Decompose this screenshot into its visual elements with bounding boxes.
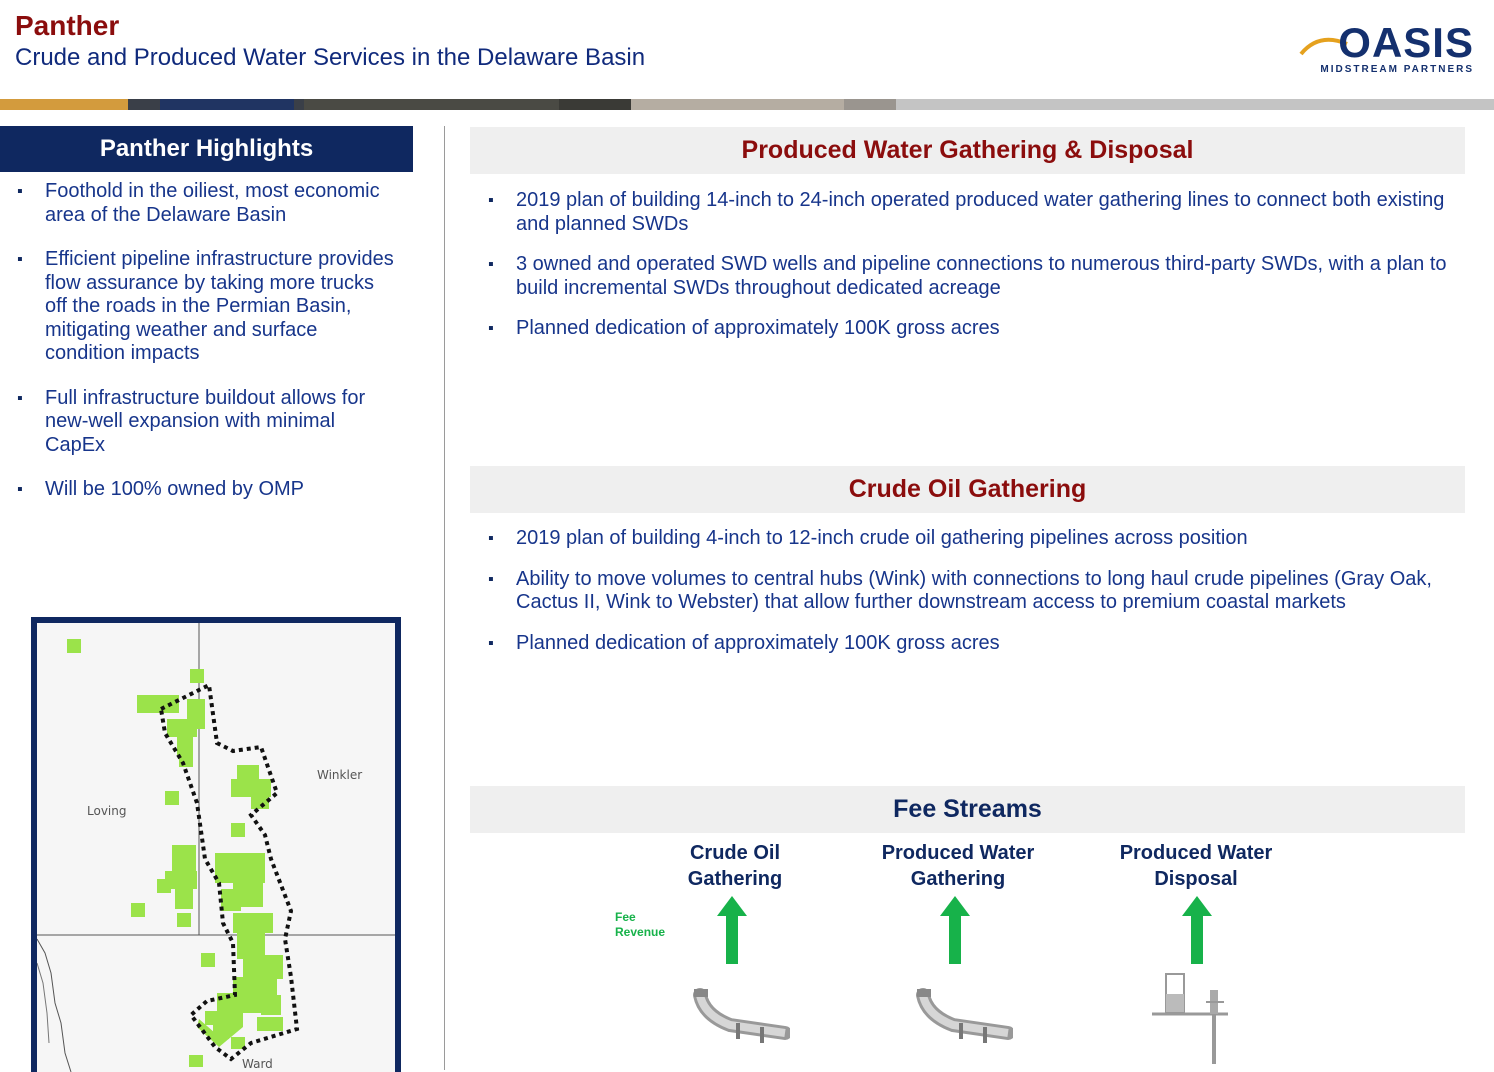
- pipeline-icon: [916, 988, 1013, 1043]
- fee-revenue-label: Fee Revenue: [615, 910, 666, 939]
- disposal-well-icon: [1152, 973, 1228, 1064]
- acreage-map-canvas: Loving Winkler Ward: [37, 623, 395, 1072]
- water-section-header: Produced Water Gathering & Disposal: [470, 127, 1465, 174]
- logo-swoosh-icon: [1299, 37, 1348, 56]
- water-list: 2019 plan of building 14-inch to 24-inch…: [488, 189, 1456, 358]
- list-item: Efficient pipeline infrastructure provid…: [17, 248, 395, 366]
- pipeline-icon: [693, 988, 790, 1043]
- page-subtitle: Crude and Produced Water Services in the…: [15, 44, 646, 71]
- acreage-blocks: [67, 639, 283, 1067]
- logo-tagline: MIDSTREAM PARTNERS: [1320, 64, 1474, 75]
- up-arrow-icon: [940, 896, 970, 964]
- fee-stream-label: Produced Water Gathering: [881, 842, 1035, 890]
- crude-list: 2019 plan of building 4-inch to 12-inch …: [488, 527, 1456, 672]
- crude-section-header: Crude Oil Gathering: [470, 466, 1465, 513]
- fee-stream-label: Produced Water Disposal: [1119, 842, 1273, 890]
- list-item: 2019 plan of building 14-inch to 24-inch…: [488, 189, 1456, 236]
- list-item: Ability to move volumes to central hubs …: [488, 568, 1456, 615]
- list-item: Planned dedication of approximately 100K…: [488, 632, 1456, 656]
- list-item: Foothold in the oiliest, most economic a…: [17, 180, 395, 227]
- map-label-winkler: Winkler: [317, 768, 362, 782]
- up-arrow-icon: [717, 896, 747, 964]
- page-title: Panther: [15, 10, 120, 41]
- oasis-logo: OASIS MIDSTREAM PARTNERS: [1299, 19, 1474, 75]
- fee-stream-label: Crude Oil Gathering: [687, 842, 783, 890]
- fee-streams-header: Fee Streams: [470, 786, 1465, 833]
- up-arrow-icon: [1182, 896, 1212, 964]
- map-label-ward: Ward: [242, 1057, 273, 1071]
- logo-wordmark: OASIS: [1338, 19, 1474, 66]
- column-divider: [444, 126, 445, 1070]
- header-color-stripe: [0, 99, 1494, 110]
- list-item: Planned dedication of approximately 100K…: [488, 317, 1456, 341]
- highlights-header: Panther Highlights: [0, 126, 413, 172]
- list-item: 3 owned and operated SWD wells and pipel…: [488, 253, 1456, 300]
- list-item: 2019 plan of building 4-inch to 12-inch …: [488, 527, 1456, 551]
- acreage-map: Loving Winkler Ward: [31, 617, 401, 1072]
- map-label-loving: Loving: [87, 804, 126, 818]
- list-item: Full infrastructure buildout allows for …: [17, 387, 395, 458]
- highlights-list: Foothold in the oiliest, most economic a…: [17, 180, 395, 523]
- list-item: Will be 100% owned by OMP: [17, 478, 395, 502]
